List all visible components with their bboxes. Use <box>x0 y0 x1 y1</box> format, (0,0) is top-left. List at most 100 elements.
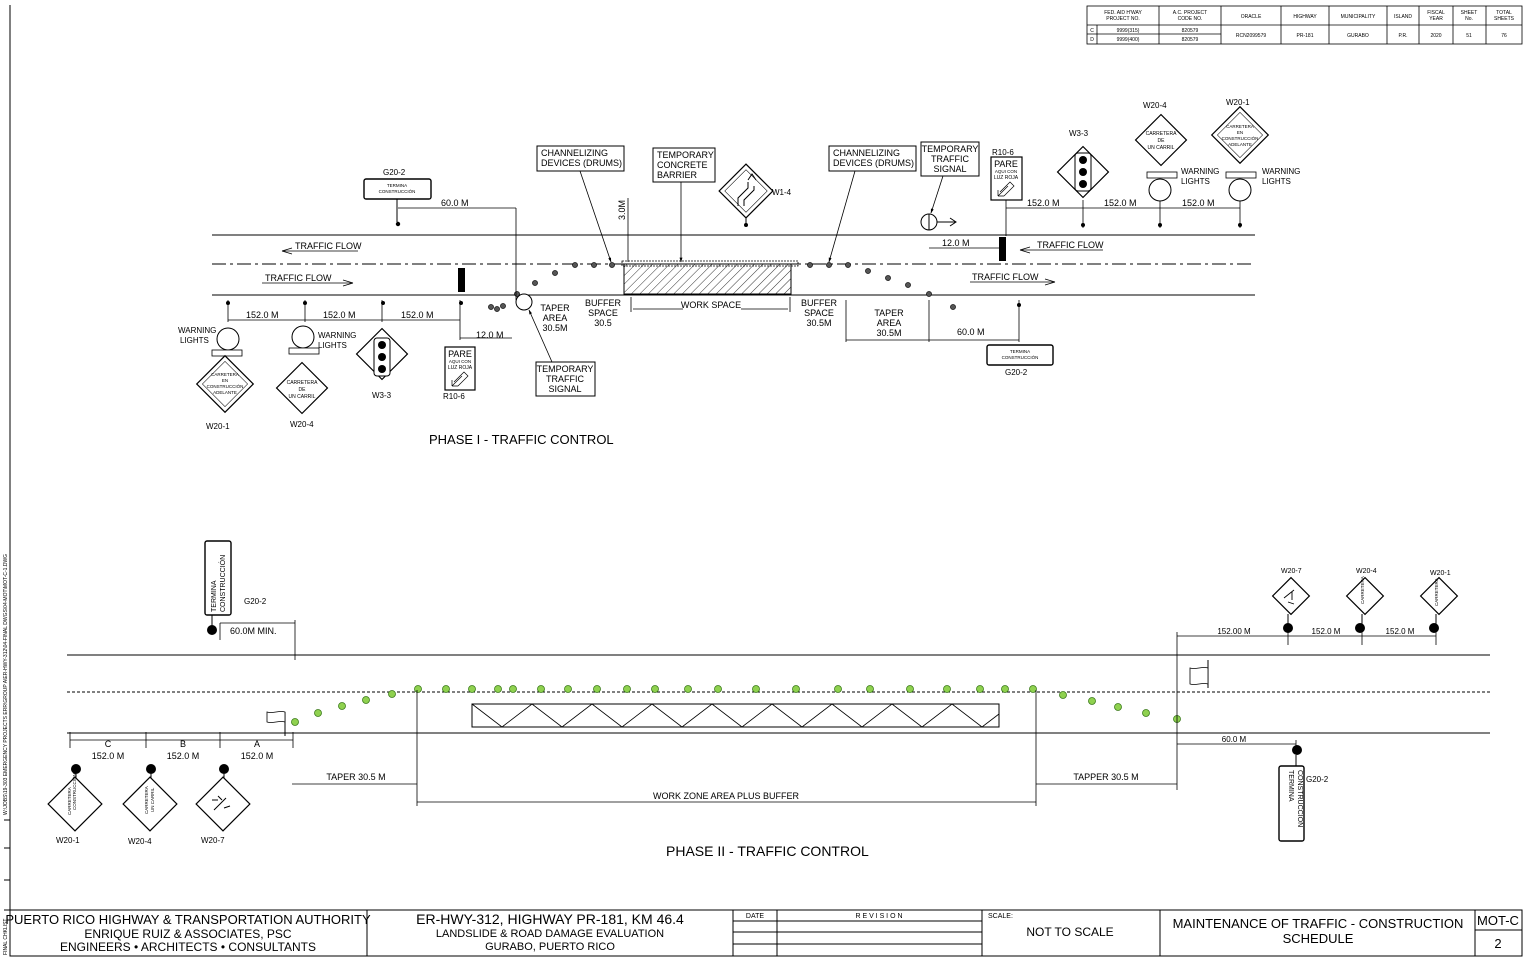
svg-text:DE: DE <box>1158 138 1166 144</box>
phase1-drums <box>488 262 956 312</box>
stop-bar-left <box>458 268 465 292</box>
row2-d: D <box>1090 37 1094 43</box>
firm-name: ENRIQUE RUIZ & ASSOCIATES, PSC <box>84 927 291 941</box>
phase1-roadway <box>212 234 1255 296</box>
callout-signal-right: TEMPORARY TRAFFIC SIGNAL <box>920 141 980 214</box>
svg-text:DE: DE <box>299 387 307 393</box>
svg-text:152.0 M: 152.0 M <box>167 751 200 761</box>
callout-barrier: TEMPORARY CONCRETE BARRIER <box>652 147 716 263</box>
svg-text:G20-2: G20-2 <box>383 168 406 177</box>
phase1-right-dim-text: 152.0 M 152.0 M 152.0 M 12.0 M <box>942 198 1215 248</box>
title-block-lines <box>9 909 1523 957</box>
phase2-right-dims <box>1177 630 1437 754</box>
sign-w3-3-left: W3-3 <box>355 327 409 400</box>
svg-text:12.0 M: 12.0 M <box>476 330 504 340</box>
svg-text:TRAFFIC: TRAFFIC <box>931 154 969 164</box>
svg-text:W20-7: W20-7 <box>1281 568 1302 575</box>
svg-text:3.0M: 3.0M <box>617 200 627 220</box>
svg-text:TERMINA: TERMINA <box>387 183 407 188</box>
svg-text:SIGNAL: SIGNAL <box>933 164 966 174</box>
svg-text:ADELANTE: ADELANTE <box>213 390 237 395</box>
warning-lights-left-1: WARNING LIGHTS <box>178 326 243 357</box>
phase1-left-posts <box>226 301 463 305</box>
svg-text:C: C <box>105 739 112 749</box>
svg-text:CARRETERA: CARRETERA <box>1434 578 1439 606</box>
svg-text:AQUI CON: AQUI CON <box>449 359 471 364</box>
svg-text:BARRIER: BARRIER <box>657 170 698 180</box>
svg-text:CARRETERA: CARRETERA <box>67 787 72 815</box>
svg-text:TAPER: TAPER <box>874 308 904 318</box>
svg-text:WARNING: WARNING <box>318 331 356 340</box>
svg-text:ADELANTE: ADELANTE <box>1228 142 1252 147</box>
svg-text:CARRETERA: CARRETERA <box>211 372 239 377</box>
sheet-number: 2 <box>1494 936 1501 951</box>
authority-name: PUERTO RICO HIGHWAY & TRANSPORTATION AUT… <box>5 912 371 927</box>
hdr-island: ISLAND <box>1394 14 1412 20</box>
project-title: ER-HWY-312, HIGHWAY PR-181, KM 46.4 <box>416 911 684 927</box>
svg-text:UN CARRIL: UN CARRIL <box>289 394 316 400</box>
svg-text:LUZ ROJA: LUZ ROJA <box>448 365 473 371</box>
phase1-traffic-flow-labels: TRAFFIC FLOW TRAFFIC FLOW TRAFFIC FLOW T… <box>262 240 1104 287</box>
traffic-flow-w2: TRAFFIC FLOW <box>1037 240 1104 250</box>
svg-text:LIGHTS: LIGHTS <box>1262 177 1291 186</box>
sign-r10-6-left: PARE AQUI CON LUZ ROJA R10-6 <box>443 346 476 401</box>
svg-text:152.0 M: 152.0 M <box>401 310 434 320</box>
sheet-title-1: MAINTENANCE OF TRAFFIC - CONSTRUCTION <box>1173 916 1464 931</box>
svg-text:G20-2: G20-2 <box>1306 775 1329 784</box>
project-desc: LANDSLIDE & ROAD DAMAGE EVALUATION <box>436 928 664 940</box>
phase2-work-zone-box <box>471 703 1000 728</box>
phase2-title: PHASE II - TRAFFIC CONTROL <box>666 843 869 859</box>
sign-w20-4-right: W20-4 CARRETERA DE UN CARRIL WARNING LIG… <box>1134 101 1219 202</box>
svg-text:TERMINA: TERMINA <box>1010 349 1030 354</box>
svg-text:W3-3: W3-3 <box>372 391 392 400</box>
svg-text:TERMINA: TERMINA <box>211 580 218 612</box>
sign-g20-2-left: G20-2 TERMINA CONSTRUCCIÓN <box>363 168 432 227</box>
val-island: P.R. <box>1398 33 1407 39</box>
svg-text:W20-4: W20-4 <box>1356 568 1377 575</box>
temp-signal-left <box>515 293 533 311</box>
svg-text:TEMPORARY: TEMPORARY <box>922 144 979 154</box>
svg-text:EN: EN <box>1237 130 1243 135</box>
phase1-right-posts <box>1081 223 1242 227</box>
svg-text:CARRETERA: CARRETERA <box>144 786 149 814</box>
svg-text:G20-2: G20-2 <box>244 597 267 606</box>
phase1-zone-labels: TAPER AREA 30.5M BUFFER SPACE 30.5 WORK … <box>540 298 904 338</box>
phase2-flag-left <box>266 711 286 736</box>
post-right-bottom <box>1017 303 1021 307</box>
phase1-left-dim-text: 152.0 M 152.0 M 152.0 M 12.0 M <box>246 310 504 340</box>
callout-channelizing-left: CHANNELIZING DEVICES (DRUMS) <box>536 145 625 263</box>
svg-text:CONSTRUCCIÓN: CONSTRUCCIÓN <box>379 188 416 194</box>
sign-r10-6-right: R10-6 PARE AQUI CON LUZ ROJA <box>990 148 1023 201</box>
svg-text:W1-4: W1-4 <box>772 188 792 197</box>
phase2-bottom-dim-text: TAPER 30.5 M WORK ZONE AREA PLUS BUFFER … <box>326 772 1138 801</box>
svg-text:TAPER 30.5 M: TAPER 30.5 M <box>326 772 385 782</box>
svg-text:TEMPORARY: TEMPORARY <box>657 150 714 160</box>
svg-text:AREA: AREA <box>877 318 902 328</box>
sign-w20-1-left: CARRETERA EN CONSTRUCCIÓN ADELANTE W20-1 <box>195 354 255 431</box>
sign-w1-4: W1-4 <box>718 163 792 227</box>
svg-text:CARRETERA: CARRETERA <box>287 380 319 386</box>
project-location: GURABO, PUERTO RICO <box>485 941 615 953</box>
svg-text:WARNING: WARNING <box>1262 167 1300 176</box>
val-oracle: RCN2099579 <box>1236 33 1267 39</box>
svg-text:LIGHTS: LIGHTS <box>1181 177 1210 186</box>
svg-text:60.0 M: 60.0 M <box>1222 735 1247 744</box>
svg-text:CONSTRUCCIÓN: CONSTRUCCIÓN <box>1296 770 1305 827</box>
svg-text:LIGHTS: LIGHTS <box>318 341 347 350</box>
svg-text:152.0 M: 152.0 M <box>1182 198 1215 208</box>
svg-text:W20-1: W20-1 <box>206 422 230 431</box>
phase2-left-posts <box>71 764 229 774</box>
svg-text:CONSTRUCCIÓN: CONSTRUCCIÓN <box>207 383 244 389</box>
svg-text:TAPER: TAPER <box>540 303 570 313</box>
svg-text:152.0 M: 152.0 M <box>1027 198 1060 208</box>
svg-text:W20-1: W20-1 <box>1226 98 1250 107</box>
svg-text:SPACE: SPACE <box>804 308 834 318</box>
svg-text:30.5M: 30.5M <box>876 328 901 338</box>
phase2-g20-2-right: TERMINA CONSTRUCCIÓN G20-2 <box>1278 755 1329 842</box>
svg-text:CHANNELIZING: CHANNELIZING <box>541 148 608 158</box>
sheet-title-2: SCHEDULE <box>1283 931 1354 946</box>
